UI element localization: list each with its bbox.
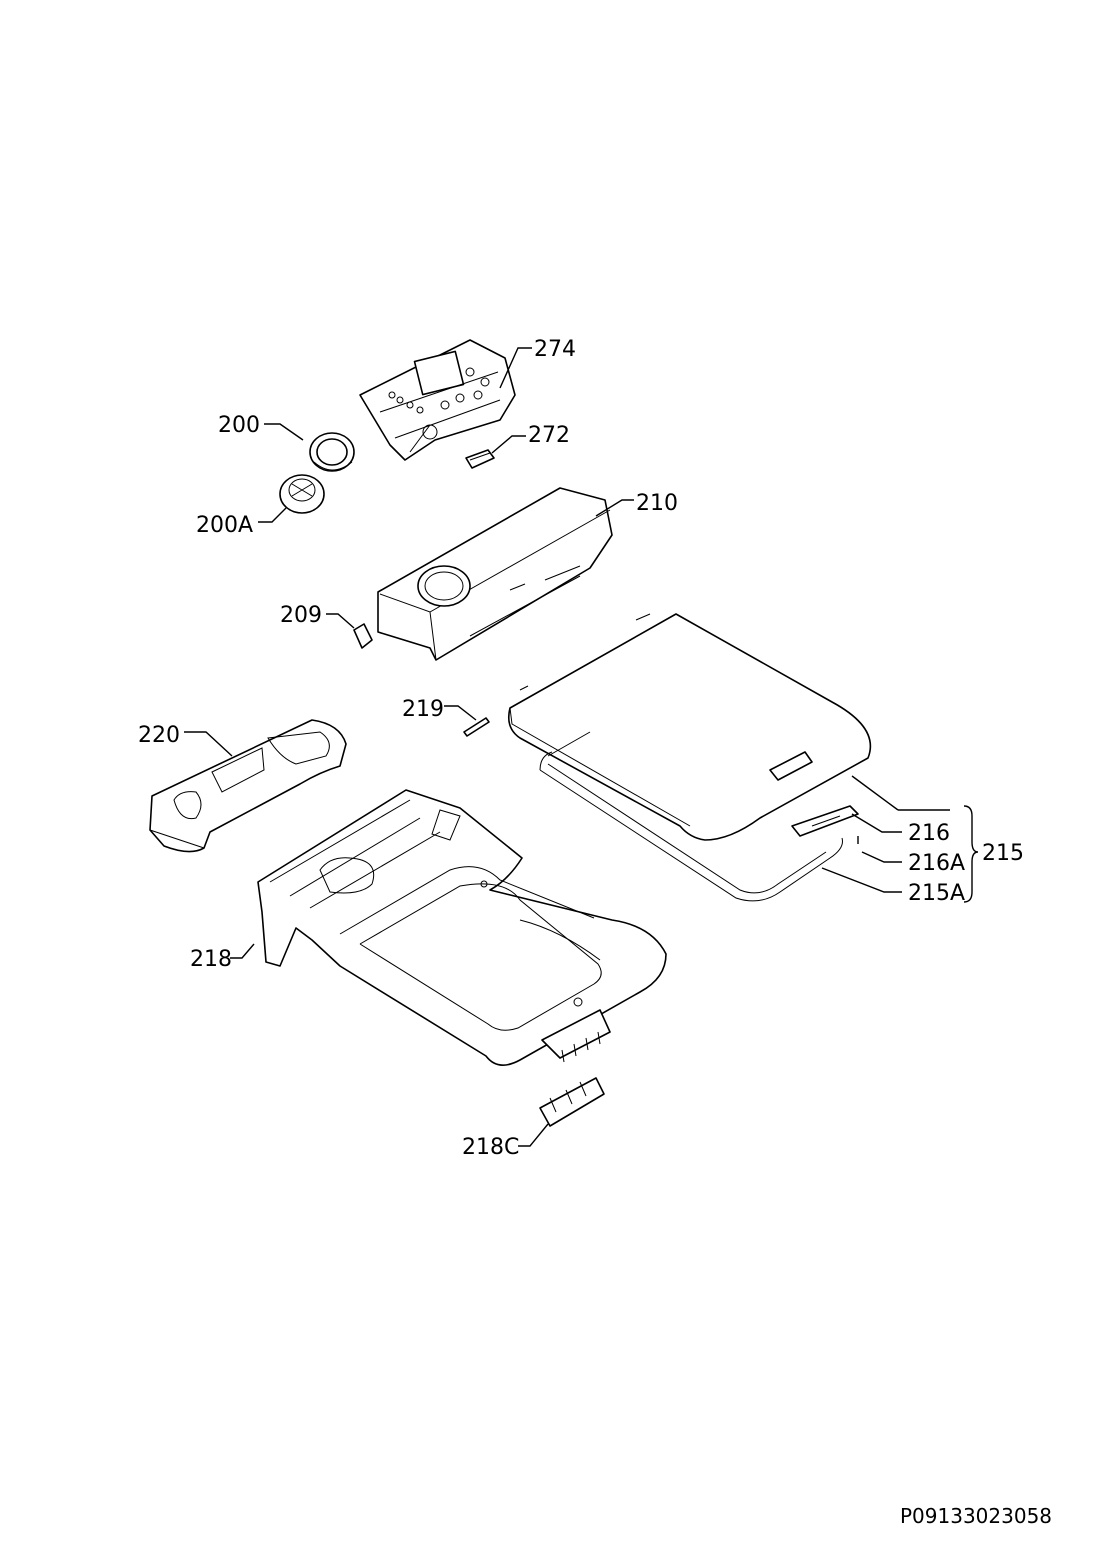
- label-200: 200: [218, 413, 260, 438]
- leader-274: [499, 347, 532, 389]
- leader-209: [326, 613, 355, 629]
- label-200a: 200A: [196, 513, 253, 538]
- leader-216a: [861, 851, 902, 863]
- part-200-knob: [309, 432, 355, 472]
- label-274: 274: [534, 337, 576, 362]
- leader-218c: [518, 1123, 549, 1147]
- leader-220: [184, 731, 233, 757]
- label-218c: 218C: [462, 1135, 519, 1160]
- label-215a: 215A: [908, 881, 965, 906]
- label-219: 219: [402, 697, 444, 722]
- part-200a-knob-base: [279, 474, 325, 514]
- leader-215a: [821, 867, 902, 893]
- leader-216: [851, 813, 902, 833]
- reference-code: P09133023058: [900, 1504, 1053, 1528]
- brace-215: [963, 805, 979, 903]
- label-216: 216: [908, 821, 950, 846]
- leader-lid-215: [851, 775, 899, 811]
- part-272: [465, 449, 495, 469]
- part-218-top-frame: [257, 789, 667, 1066]
- leader-200a: [258, 507, 287, 523]
- label-215: 215: [982, 841, 1024, 866]
- part-216a-handle: [791, 805, 859, 844]
- part-274-control-board: [359, 339, 516, 461]
- label-272: 272: [528, 423, 570, 448]
- part-210-control-panel: [377, 487, 613, 661]
- part-209: [353, 623, 373, 649]
- part-215a-lid-frame: [539, 731, 843, 902]
- label-216a: 216A: [908, 851, 965, 876]
- part-218c: [539, 1077, 605, 1127]
- leader-218: [230, 943, 255, 959]
- label-218: 218: [190, 947, 232, 972]
- part-220-dispenser-cover: [149, 719, 347, 853]
- leader-219: [444, 705, 477, 721]
- leader-272: [491, 435, 526, 454]
- leader-210: [595, 499, 634, 517]
- leader-200: [264, 423, 304, 441]
- part-219-pin: [463, 717, 490, 737]
- label-210: 210: [636, 491, 678, 516]
- label-209: 209: [280, 603, 322, 628]
- label-220: 220: [138, 723, 180, 748]
- part-216-lid: [507, 613, 872, 841]
